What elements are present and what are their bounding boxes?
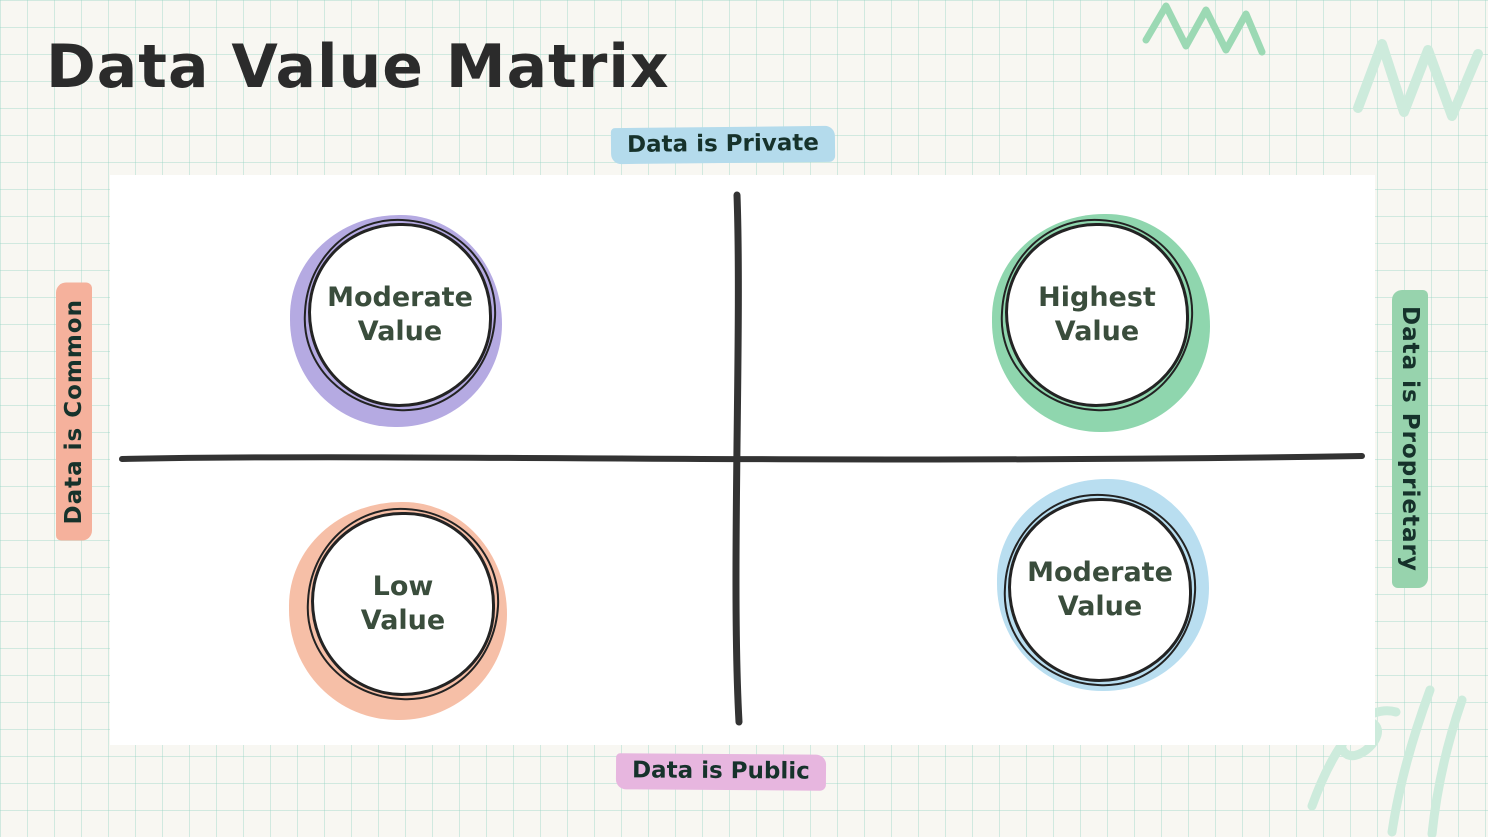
quadrant-bottom-left-label: Low Value <box>360 571 446 636</box>
axis-label-proprietary-text: Data is Proprietary <box>1392 290 1428 588</box>
axis-label-private-text: Data is Private <box>610 125 836 165</box>
axis-label-common-text: Data is Common <box>56 283 92 541</box>
axis-label-public: Data is Public <box>615 753 826 791</box>
matrix-area: Moderate Value Highest Value Low Value M… <box>110 175 1375 745</box>
quadrant-top-left-label: Moderate Value <box>327 282 473 347</box>
axis-label-private: Data is Private <box>610 125 836 165</box>
page-title: Data Value Matrix <box>46 32 670 102</box>
axis-label-proprietary: Data is Proprietary <box>1392 290 1428 592</box>
quadrant-top-right: Highest Value <box>992 214 1210 432</box>
zigzag-scribble-icon <box>1142 2 1266 56</box>
quadrant-bottom-right: Moderate Value <box>997 479 1209 691</box>
axis-lines <box>119 191 1365 726</box>
quadrant-top-left-circle: Moderate Value <box>308 223 492 407</box>
quadrant-bottom-right-label: Moderate Value <box>1027 557 1173 622</box>
quadrant-bottom-right-circle: Moderate Value <box>1008 498 1192 682</box>
axis-label-common: Data is Common <box>56 283 92 545</box>
quadrant-top-right-label: Highest Value <box>1038 282 1156 347</box>
quadrant-bottom-left-circle: Low Value <box>311 512 495 696</box>
quadrant-top-left: Moderate Value <box>290 215 502 427</box>
axis-label-public-text: Data is Public <box>615 753 826 791</box>
quadrant-bottom-left: Low Value <box>289 502 507 720</box>
vertical-axis-line <box>732 191 743 726</box>
horizontal-axis-line <box>119 453 1365 463</box>
quadrant-top-right-circle: Highest Value <box>1005 223 1189 407</box>
zigzag-scribble-icon <box>1353 39 1483 121</box>
